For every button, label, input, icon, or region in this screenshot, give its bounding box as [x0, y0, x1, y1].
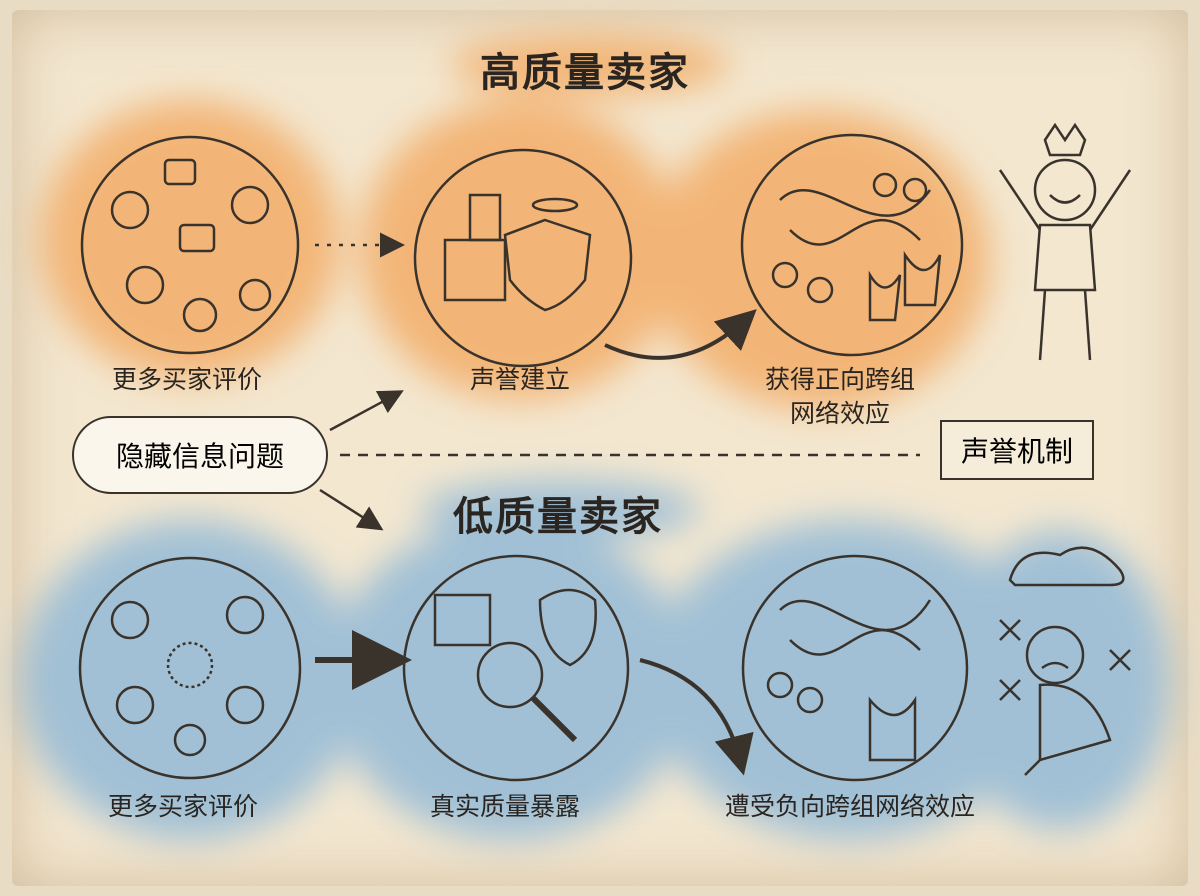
- bottom-step2-label: 真实质量暴露: [430, 792, 581, 821]
- box-mask-magnifier-icon: [433, 588, 597, 743]
- curved-arrow-icon: [604, 309, 757, 360]
- reputation-mechanism-ribbon: 声誉机制: [940, 420, 1094, 480]
- orange-wash: [40, 35, 990, 410]
- top-step1-label: 更多买家评价: [112, 365, 263, 394]
- arrow-up-icon: [329, 390, 404, 432]
- sad-person-icon: [999, 546, 1131, 776]
- reputation-mechanism-label: 声誉机制: [960, 435, 1073, 468]
- arrow-down-icon: [319, 488, 384, 531]
- network-effect-circle: [740, 133, 964, 357]
- top-step3-label-line2: 网络效应: [790, 399, 891, 428]
- curved-arrow-icon: [639, 658, 754, 776]
- bottom-step1-label: 更多买家评价: [108, 792, 259, 821]
- negative-reviews-circle: [78, 556, 302, 780]
- face-icons: [110, 158, 272, 757]
- high-quality-seller-title: 高质量卖家: [480, 50, 690, 96]
- top-step3-label-line1: 获得正向跨组: [765, 365, 916, 394]
- negative-network-circle: [741, 554, 969, 782]
- reviews-circle: [80, 135, 300, 355]
- castle-shield-icon: [443, 193, 592, 312]
- happy-person-icon: [998, 122, 1132, 361]
- reputation-circle: [413, 148, 633, 368]
- low-quality-seller-title: 低质量卖家: [453, 494, 663, 540]
- top-step2-label: 声誉建立: [470, 365, 571, 394]
- hidden-information-cloud: 隐藏信息问题: [72, 416, 328, 494]
- hidden-information-label: 隐藏信息问题: [115, 440, 284, 473]
- network-money-icon: [766, 172, 942, 762]
- bottom-step3-label: 遭受负向跨组网络效应: [725, 792, 976, 821]
